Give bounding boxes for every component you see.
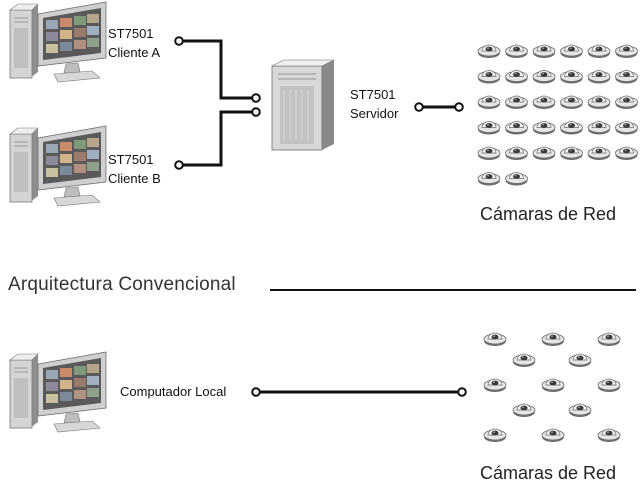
dome-camera-icon <box>615 70 638 84</box>
dome-camera-icon <box>615 146 638 161</box>
dome-camera-icon <box>615 44 638 59</box>
server-label: ST7501 Servidor <box>350 85 398 123</box>
dome-camera-icon <box>483 378 507 393</box>
dome-camera-icon <box>477 44 501 59</box>
dome-camera-icon <box>568 353 592 368</box>
client-b-role: Cliente B <box>108 171 161 186</box>
server-model: ST7501 <box>350 87 396 102</box>
dome-camera-icon <box>512 403 536 418</box>
dome-camera-icon <box>505 44 528 59</box>
connector-terminals <box>174 36 467 397</box>
dome-camera-icon <box>505 70 528 84</box>
local-pc-label: Computador Local <box>120 384 227 399</box>
local-computer-icon <box>9 351 107 433</box>
dome-camera-icon <box>568 403 592 418</box>
client-a-model: ST7501 <box>108 26 154 41</box>
client-a-link <box>182 39 252 100</box>
dome-camera-icon <box>541 428 565 443</box>
dome-camera-icon <box>483 332 507 347</box>
server-tower-icon <box>271 59 335 151</box>
client-a-label: ST7501 Cliente A <box>108 24 160 62</box>
dome-camera-icon <box>532 95 556 110</box>
dome-camera-icon <box>477 95 501 110</box>
dome-camera-icon <box>587 44 611 59</box>
client-a-computer-icon <box>9 1 107 83</box>
bottom-camera-array <box>483 332 621 443</box>
dome-camera-icon <box>560 121 583 135</box>
client-a-role: Cliente A <box>108 45 161 60</box>
bottom-cameras-caption: Cámaras de Red <box>480 463 617 483</box>
dome-camera-icon <box>505 146 528 161</box>
dome-camera-icon <box>615 95 638 110</box>
client-b-label: ST7501 Cliente B <box>108 150 161 188</box>
dome-camera-icon <box>560 146 583 161</box>
dome-camera-icon <box>587 95 611 110</box>
server-role: Servidor <box>350 106 399 121</box>
top-camera-array <box>477 44 638 186</box>
dome-camera-icon <box>587 70 611 84</box>
dome-camera-icon <box>560 70 583 84</box>
dome-camera-icon <box>541 378 565 393</box>
dome-camera-icon <box>477 70 501 84</box>
dome-camera-icon <box>560 44 583 59</box>
dome-camera-icon <box>477 121 501 135</box>
dome-camera-icon <box>587 146 611 161</box>
dome-camera-icon <box>541 332 565 347</box>
client-b-model: ST7501 <box>108 152 154 167</box>
dome-camera-icon <box>477 172 501 186</box>
section-title: Arquitectura Convencional <box>8 274 236 295</box>
dome-camera-icon <box>597 332 621 347</box>
dome-camera-icon <box>532 121 556 135</box>
dome-camera-icon <box>505 95 528 110</box>
dome-camera-icon <box>532 44 556 59</box>
dome-camera-icon <box>597 378 621 393</box>
dome-camera-icon <box>615 121 638 135</box>
dome-camera-icon <box>560 95 583 110</box>
dome-camera-icon <box>477 146 501 161</box>
client-b-computer-icon <box>9 125 107 207</box>
dome-camera-icon <box>512 353 536 368</box>
dome-camera-icon <box>505 121 528 135</box>
dome-camera-icon <box>532 70 556 84</box>
dome-camera-icon <box>587 121 611 135</box>
dome-camera-icon <box>597 428 621 443</box>
dome-camera-icon <box>505 172 528 186</box>
dome-camera-icon <box>532 146 556 161</box>
dome-camera-icon <box>483 428 507 443</box>
top-cameras-caption: Cámaras de Red <box>480 204 617 224</box>
client-b-link <box>182 110 252 167</box>
